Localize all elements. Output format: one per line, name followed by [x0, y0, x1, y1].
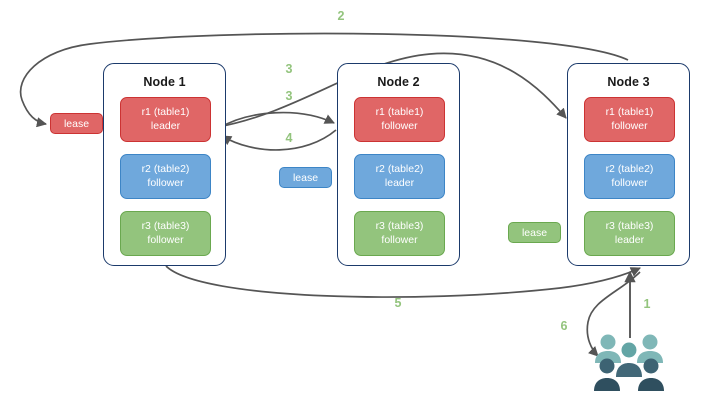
- node-1-replica-r2-name: r2 (table2): [141, 163, 190, 175]
- step-label-5: 5: [394, 296, 402, 310]
- edge-5-node1-to-node3: [165, 265, 641, 298]
- node-2-replica-r2-role: leader: [384, 176, 415, 189]
- node-3-title: Node 3: [607, 75, 650, 89]
- node-box-1[interactable]: Node 1 r1 (table1) leader r2 (table2) fo…: [103, 63, 226, 266]
- node-1-replica-r3[interactable]: r3 (table3) follower: [120, 211, 211, 256]
- step-label-3-lower: 3: [285, 89, 293, 103]
- node-2-replica-r3[interactable]: r3 (table3) follower: [354, 211, 445, 256]
- users-group-icon: [594, 334, 664, 391]
- node-2-replica-r2[interactable]: r2 (table2) leader: [354, 154, 445, 199]
- node-2-replica-r1[interactable]: r1 (table1) follower: [354, 97, 445, 142]
- node-3-replica-r1-role: follower: [611, 119, 648, 132]
- lease-badge-r2[interactable]: lease: [279, 167, 332, 188]
- node-2-replica-r1-name: r1 (table1): [375, 106, 424, 118]
- edge-3-node1-to-node2: [218, 111, 335, 129]
- node-1-replica-r1-name: r1 (table1): [141, 106, 190, 118]
- lease-badge-r1-label: lease: [63, 117, 90, 130]
- node-1-title: Node 1: [143, 75, 186, 89]
- step-label-3-upper: 3: [285, 62, 293, 76]
- node-2-title: Node 2: [377, 75, 420, 89]
- node-3-replica-r3-name: r3 (table3): [605, 220, 654, 232]
- node-1-replica-r1-role: leader: [150, 119, 181, 132]
- lease-badge-r3[interactable]: lease: [508, 222, 561, 243]
- lease-badge-r2-label: lease: [292, 171, 319, 184]
- node-1-replica-r2-role: follower: [147, 176, 184, 189]
- node-3-replica-r2-role: follower: [611, 176, 648, 189]
- node-1-replica-r3-role: follower: [147, 233, 184, 246]
- node-3-replica-r3-role: leader: [614, 233, 645, 246]
- node-box-3[interactable]: Node 3 r1 (table1) follower r2 (table2) …: [567, 63, 690, 266]
- node-box-2[interactable]: Node 2 r1 (table1) follower r2 (table2) …: [337, 63, 460, 266]
- node-3-replica-r3[interactable]: r3 (table3) leader: [584, 211, 675, 256]
- node-3-replica-r2[interactable]: r2 (table2) follower: [584, 154, 675, 199]
- node-2-replica-r3-name: r3 (table3): [375, 220, 424, 232]
- step-label-6: 6: [560, 319, 568, 333]
- lease-badge-r3-label: lease: [521, 226, 548, 239]
- node-3-replica-r1[interactable]: r1 (table1) follower: [584, 97, 675, 142]
- step-label-4: 4: [285, 131, 293, 145]
- node-1-replica-r3-name: r3 (table3): [141, 220, 190, 232]
- node-3-replica-r1-name: r1 (table1): [605, 106, 654, 118]
- node-2-replica-r1-role: follower: [381, 119, 418, 132]
- node-1-replica-r2[interactable]: r2 (table2) follower: [120, 154, 211, 199]
- node-2-replica-r2-name: r2 (table2): [375, 163, 424, 175]
- node-2-replica-r3-role: follower: [381, 233, 418, 246]
- node-3-replica-r2-name: r2 (table2): [605, 163, 654, 175]
- step-label-2: 2: [337, 9, 345, 23]
- lease-badge-r1[interactable]: lease: [50, 113, 103, 134]
- node-1-replica-r1[interactable]: r1 (table1) leader: [120, 97, 211, 142]
- step-label-1: 1: [643, 297, 651, 311]
